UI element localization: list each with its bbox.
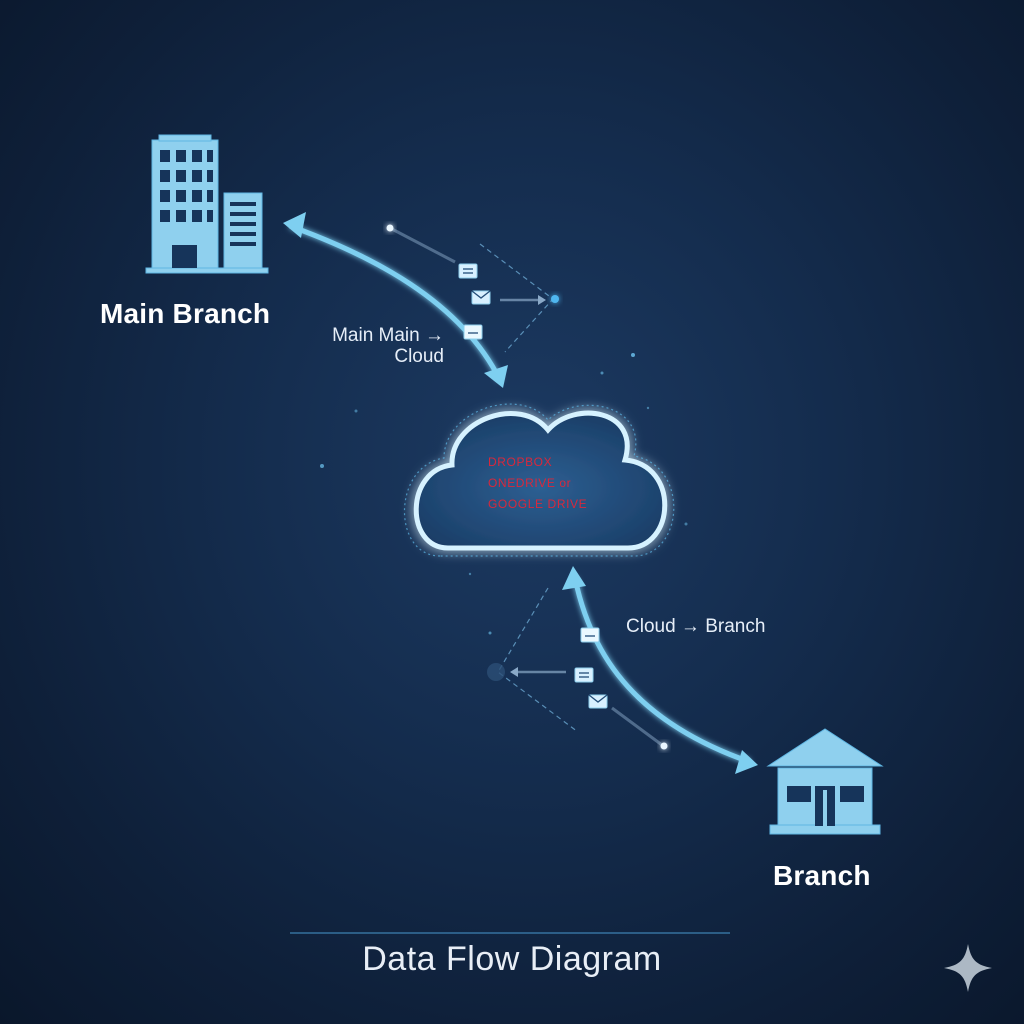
cloud-label-line-1: DROPBOX [488, 455, 553, 469]
envelope-icon [588, 694, 608, 709]
arrowhead-cloud-top [484, 365, 508, 388]
packet-dot [660, 742, 668, 750]
dashed-guide-bottom [497, 587, 579, 733]
cloud-label-line-2: ONEDRIVE or [488, 476, 572, 490]
main-branch-label: Main Branch [100, 298, 271, 329]
packet-dot [386, 224, 394, 232]
background-sparkles [320, 353, 688, 635]
main-to-cloud-label-line-1: Main Main → [332, 325, 444, 346]
main-to-cloud-label-line-2: Cloud [394, 346, 444, 367]
packet-arrowhead-top [538, 295, 546, 305]
cloud-storage-label: DROPBOX ONEDRIVE or GOOGLE DRIVE [488, 452, 587, 515]
flow-arrow-cloud-to-branch [572, 577, 751, 765]
house-icon [766, 728, 884, 835]
arrowhead-main-branch [283, 212, 306, 238]
node-dot-bottom [487, 663, 505, 681]
document-icon [463, 324, 483, 340]
cloud-to-branch-label: Cloud → Branch [626, 616, 766, 637]
cloud-label-line-3: GOOGLE DRIVE [488, 497, 588, 511]
sparkle-icon [944, 944, 992, 992]
office-building-icon [145, 134, 269, 274]
packet-trail-bottom [611, 706, 663, 747]
envelope-icon [471, 290, 491, 305]
arrowhead-cloud-bottom [562, 566, 586, 590]
packet-trail-top [389, 226, 456, 264]
main-to-cloud-label: Main Main → Cloud [304, 325, 444, 367]
document-icon [458, 263, 478, 279]
document-icon [574, 667, 594, 683]
packet-arrowhead-bottom [510, 667, 518, 677]
branch-label: Branch [773, 860, 871, 891]
node-dot-top [551, 295, 559, 303]
cloud-icon [403, 403, 675, 557]
arrowhead-branch [735, 750, 758, 774]
diagram-title: Data Flow Diagram [362, 940, 662, 978]
document-icon [580, 627, 600, 643]
flow-arrow-main-to-cloud [289, 223, 503, 382]
